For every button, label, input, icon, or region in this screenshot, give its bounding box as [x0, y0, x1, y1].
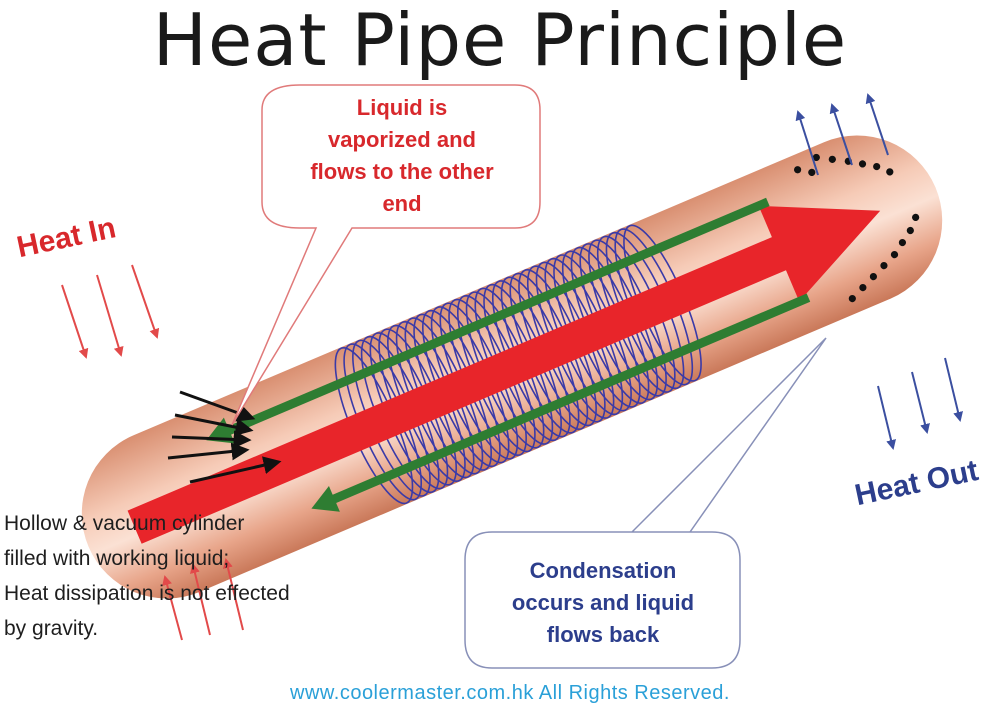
note-line: Heat dissipation is not effected	[4, 582, 290, 605]
droplet-dot	[890, 251, 899, 259]
condense-callout-bubble	[464, 337, 827, 669]
droplet-dot	[808, 168, 816, 176]
note-line: Hollow & vacuum cylinder	[4, 512, 245, 535]
description-note: Hollow & vacuum cylinder filled with wor…	[4, 506, 424, 646]
droplet-dot	[859, 283, 867, 292]
heat-pipe	[81, 135, 943, 599]
droplet-dot	[848, 294, 856, 303]
droplet-icon	[794, 153, 920, 303]
return-arrow-icon	[206, 197, 811, 512]
vaporize-callout-text: Liquid is vaporized and flows to the oth…	[266, 92, 538, 220]
note-line: by gravity.	[4, 617, 99, 640]
droplet-dot	[858, 160, 867, 168]
condense-callout-text: Condensation occurs and liquid flows bac…	[468, 555, 738, 651]
droplet-dot	[886, 168, 894, 176]
callout-line: vaporized and	[328, 127, 476, 152]
vapor-arrow-icon	[127, 205, 881, 544]
droplet-dot	[912, 213, 920, 221]
callout-line: flows to the other	[310, 159, 494, 184]
droplet-dot	[898, 238, 907, 247]
heat-entry-arrows	[167, 390, 282, 484]
callout-line: Liquid is	[356, 95, 448, 120]
callout-line: Condensation	[529, 558, 677, 583]
callout-line: occurs and liquid	[511, 590, 695, 615]
droplet-dot	[828, 155, 836, 163]
droplet-dot	[873, 162, 881, 171]
heat-out-arrow-icon	[795, 93, 963, 450]
note-line: filled with working liquid;	[4, 547, 230, 570]
droplet-dot	[869, 273, 878, 281]
callout-line: flows back	[546, 622, 660, 647]
copyright-footer: www.coolermaster.com.hk All Rights Reser…	[290, 682, 730, 704]
callout-line: end	[382, 191, 422, 216]
heat-in-arrow-icon	[61, 264, 244, 641]
droplet-dot	[794, 166, 802, 174]
droplet-dot	[880, 262, 888, 270]
droplet-dot	[906, 226, 914, 235]
vaporize-callout-bubble	[231, 84, 541, 426]
page-title: Heat Pipe Principle	[152, 0, 848, 82]
droplet-dot	[812, 153, 820, 162]
